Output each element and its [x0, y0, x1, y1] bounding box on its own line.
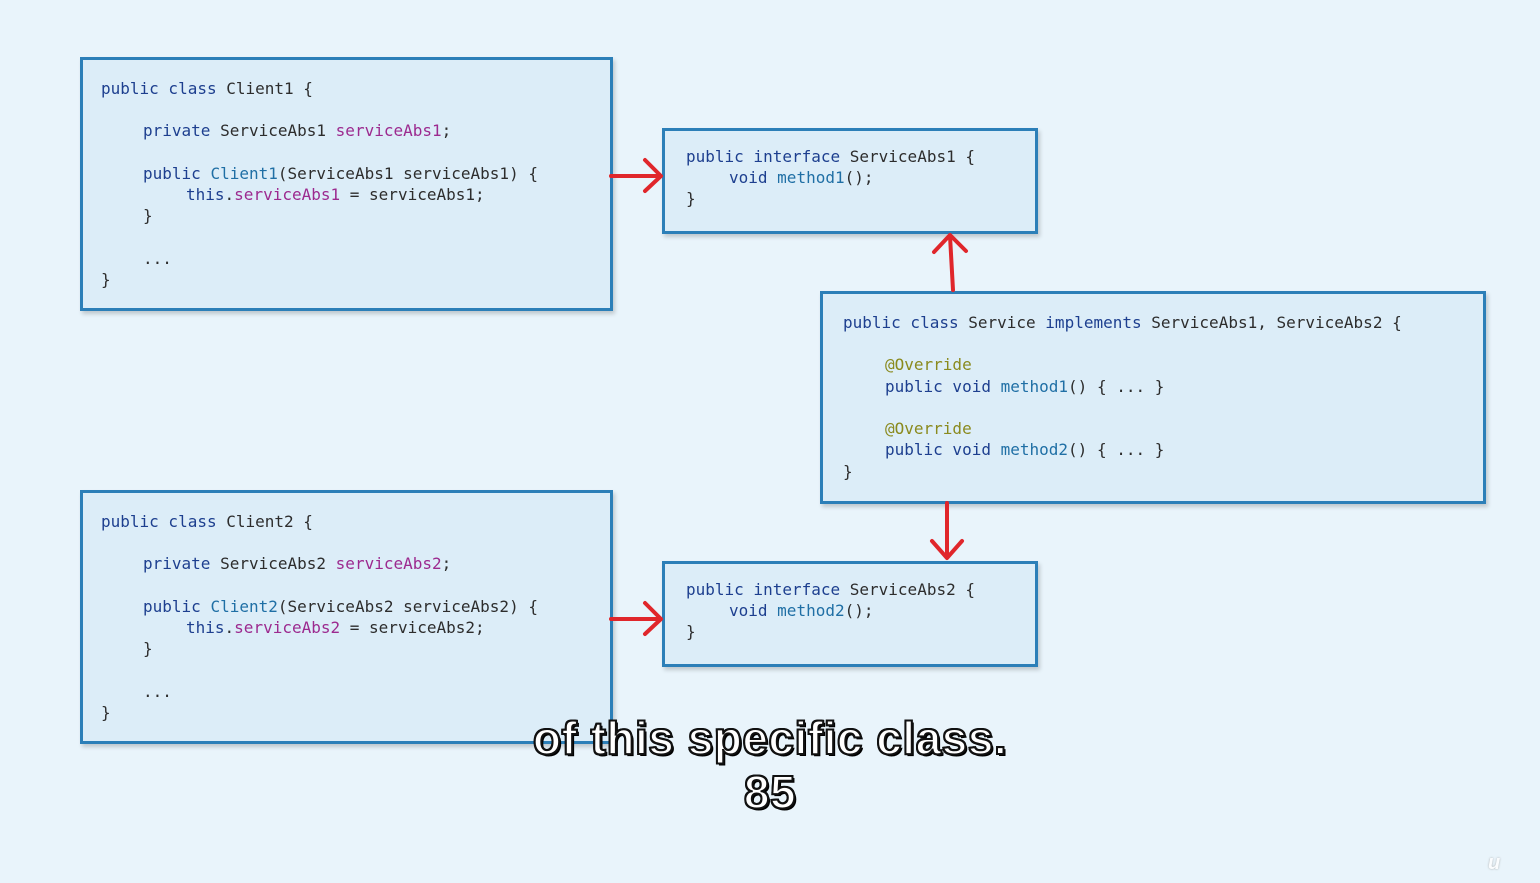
- service-annotation-2: @Override: [885, 418, 972, 439]
- client2-l2-end: ;: [441, 554, 452, 573]
- service-box: [820, 291, 1486, 504]
- subtitle-line-1: of this specific class.: [532, 711, 1008, 765]
- client1-l1-kw: public class: [101, 79, 217, 98]
- client2-ellipsis: ...: [143, 682, 172, 701]
- service-implements: implements: [1045, 313, 1142, 332]
- client2-l4-field: serviceAbs2: [234, 618, 341, 637]
- client2-line-1: public class Client2 {: [101, 511, 313, 532]
- service-abs1-box: [662, 128, 1038, 234]
- subtitle-line-2: 85: [743, 765, 797, 819]
- client2-line-2: private ServiceAbs2 serviceAbs2;: [143, 553, 451, 574]
- client1-ctor-name: Client1: [210, 164, 278, 183]
- iface2-l1-kw: public interface: [686, 580, 841, 599]
- client2-l2-kw: private: [143, 554, 211, 573]
- client1-box: public class Client1 { private ServiceAb…: [80, 57, 613, 311]
- service-override-1: @Override: [885, 355, 972, 374]
- iface1-l1-name: ServiceAbs1 {: [840, 147, 975, 166]
- client1-l2-field: serviceAbs1: [335, 121, 442, 140]
- iface2-l2-end: ();: [844, 601, 874, 620]
- service-method-2: public void method2() { ... }: [885, 439, 1164, 460]
- client1-ctor-close: }: [143, 206, 153, 225]
- client1-line-5: }: [143, 205, 153, 226]
- client1-l1-name: Client1 {: [216, 79, 313, 98]
- iface1-l2-end: ();: [844, 168, 874, 187]
- client2-class-close: }: [101, 703, 111, 722]
- service-method-1: public void method1() { ... }: [885, 376, 1164, 397]
- service-close: }: [843, 462, 853, 481]
- service-annotation-1: @Override: [885, 354, 972, 375]
- service-l1-kw: public class: [843, 313, 959, 332]
- iface1-method-name: method1: [777, 168, 845, 187]
- iface2-l1-name: ServiceAbs2 {: [840, 580, 975, 599]
- service-interfaces: ServiceAbs1, ServiceAbs2 {: [1141, 313, 1402, 332]
- service-m1-name: method1: [1000, 377, 1069, 396]
- iface1-line-2: void method1();: [729, 167, 874, 188]
- iface1-l2-kw: void: [729, 168, 768, 187]
- service-override-2: @Override: [885, 419, 972, 438]
- client2-this: this: [186, 618, 225, 637]
- arrow-service-to-abs1: [932, 233, 968, 292]
- client2-line-6: ...: [143, 681, 172, 702]
- client2-line-5: }: [143, 638, 153, 659]
- client1-line-2: private ServiceAbs1 serviceAbs1;: [143, 120, 451, 141]
- client1-ctor-args: (ServiceAbs1 serviceAbs1) {: [277, 164, 538, 183]
- iface2-line-3: }: [686, 621, 696, 642]
- client1-line-3: public Client1(ServiceAbs1 serviceAbs1) …: [143, 163, 538, 184]
- client2-l3-kw: public: [143, 597, 201, 616]
- iface1-line-1: public interface ServiceAbs1 {: [686, 146, 975, 167]
- service-line-1: public class Service implements ServiceA…: [843, 312, 1402, 333]
- iface2-l2-kw: void: [729, 601, 768, 620]
- client2-dot: .: [224, 618, 235, 637]
- arrow-client1-to-abs1: [609, 158, 663, 193]
- client1-ellipsis: ...: [143, 249, 172, 268]
- client2-l1-name: Client2 {: [216, 512, 313, 531]
- arrow-client2-to-abs2: [609, 601, 663, 636]
- client2-line-4: this.serviceAbs2 = serviceAbs2;: [186, 617, 485, 638]
- client2-l2-field: serviceAbs2: [335, 554, 442, 573]
- client1-line-1: public class Client1 {: [101, 78, 313, 99]
- client1-line-6: ...: [143, 248, 172, 269]
- client1-line-7: }: [101, 269, 111, 290]
- client1-l2-end: ;: [441, 121, 452, 140]
- client2-l4-rest: = serviceAbs2;: [340, 618, 485, 637]
- udemy-logo-icon: u: [1488, 852, 1501, 874]
- client2-l2-type: ServiceAbs2: [210, 554, 336, 573]
- iface2-line-2: void method2();: [729, 600, 874, 621]
- service-m2-rest: () { ... }: [1068, 440, 1165, 459]
- client2-line-3: public Client2(ServiceAbs2 serviceAbs2) …: [143, 596, 538, 617]
- client1-l4-rest: = serviceAbs1;: [340, 185, 485, 204]
- client1-l4-field: serviceAbs1: [234, 185, 341, 204]
- client1-l3-kw: public: [143, 164, 201, 183]
- client2-ctor-close: }: [143, 639, 153, 658]
- service-m2-kw: public void: [885, 440, 991, 459]
- client1-dot: .: [224, 185, 235, 204]
- client2-l1-kw: public class: [101, 512, 217, 531]
- iface2-close: }: [686, 622, 696, 641]
- iface2-method-name: method2: [777, 601, 845, 620]
- client1-line-4: this.serviceAbs1 = serviceAbs1;: [186, 184, 485, 205]
- client1-this: this: [186, 185, 225, 204]
- client1-l2-kw: private: [143, 121, 211, 140]
- service-m2-name: method2: [1000, 440, 1069, 459]
- service-m1-rest: () { ... }: [1068, 377, 1165, 396]
- arrow-service-to-abs2: [930, 501, 964, 560]
- iface2-line-1: public interface ServiceAbs2 {: [686, 579, 975, 600]
- service-class-name: Service: [958, 313, 1046, 332]
- service-abs2-box: [662, 561, 1038, 667]
- iface1-l1-kw: public interface: [686, 147, 841, 166]
- client1-l2-type: ServiceAbs1: [210, 121, 336, 140]
- service-line-close: }: [843, 461, 853, 482]
- client1-class-close: }: [101, 270, 111, 289]
- client2-line-7: }: [101, 702, 111, 723]
- client2-ctor-args: (ServiceAbs2 serviceAbs2) {: [277, 597, 538, 616]
- client2-ctor-name: Client2: [210, 597, 278, 616]
- service-m1-kw: public void: [885, 377, 991, 396]
- iface1-close: }: [686, 189, 696, 208]
- iface1-line-3: }: [686, 188, 696, 209]
